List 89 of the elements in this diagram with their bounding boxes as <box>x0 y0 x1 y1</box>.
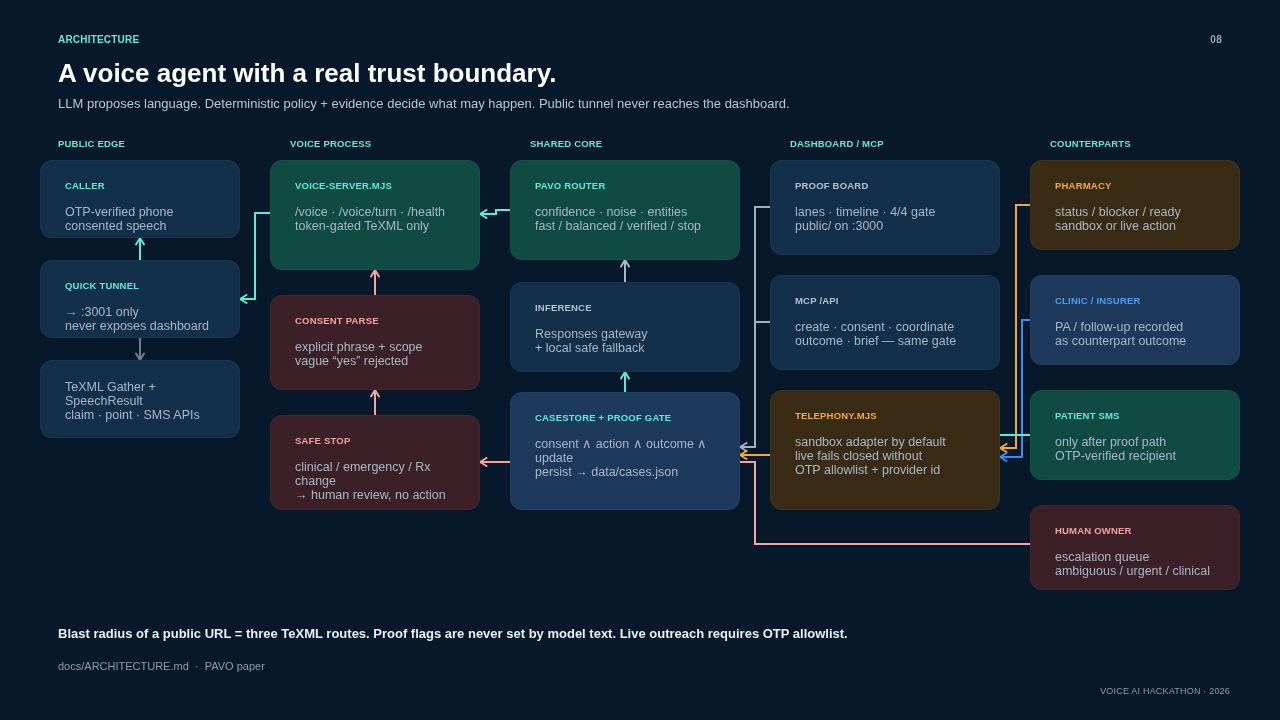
arrow <box>620 371 630 393</box>
card-text: only after proof path <box>1055 435 1167 449</box>
component-card <box>510 282 740 372</box>
arrow <box>999 204 1031 453</box>
card-title: CLINIC / INSURER <box>1055 295 1141 307</box>
card-title: TELEPHONY.MJS <box>795 410 877 422</box>
reference-text: docs/ARCHITECTURE.md · PAVO paper <box>58 660 265 672</box>
column-heading: DASHBOARD / MCP <box>790 138 884 149</box>
card-text: explicit phrase + scope <box>295 340 423 354</box>
card-text: → human review, no action <box>295 488 446 502</box>
card-text: live fails closed without OTP allowlist + provider id <box>795 449 942 477</box>
card-text: lanes · timeline · 4/4 gate <box>795 205 936 219</box>
card-text: sandbox adapter by default <box>795 435 946 449</box>
column-heading: COUNTERPARTS <box>1050 138 1131 149</box>
component-card <box>1030 275 1240 365</box>
card-text: + local safe fallback <box>535 341 645 355</box>
card-text: outcome · brief — same gate <box>795 334 957 348</box>
subtitle: LLM proposes language. Deterministic policy + evidence decide what may happen. Public tunnel never reaches the dashboard. <box>58 96 790 111</box>
arrow <box>999 319 1031 462</box>
arrow <box>135 337 145 361</box>
card-text: as counterpart outcome <box>1055 334 1187 348</box>
page-title: A voice agent with a real trust boundary. <box>58 58 557 89</box>
card-title: HUMAN OWNER <box>1055 525 1132 537</box>
arrow <box>739 206 771 452</box>
arrow <box>479 209 511 219</box>
component-card <box>1030 505 1240 590</box>
card-text: token-gated TeXML only <box>295 219 430 233</box>
column-heading: VOICE PROCESS <box>290 138 372 149</box>
card-text: fast / balanced / verified / stop <box>535 219 702 233</box>
component-card <box>40 260 240 338</box>
footnote: Blast radius of a public URL = three TeXML routes. Proof flags are never set by model text. Live outreach requires OTP allowlist. <box>58 626 848 641</box>
arrow <box>739 450 771 460</box>
component-card <box>510 392 740 510</box>
component-card <box>1030 390 1240 480</box>
card-text: → :3001 only <box>65 305 139 319</box>
component-card <box>1030 160 1240 250</box>
card-text: PA / follow-up recorded <box>1055 320 1184 334</box>
card-text: escalation queue <box>1055 550 1150 564</box>
card-text: ambiguous / urgent / clinical <box>1055 564 1210 578</box>
connector-line <box>999 434 1031 436</box>
card-title: MCP /API <box>795 295 839 307</box>
card-text: status / blocker / ready <box>1055 205 1181 219</box>
card-text: OTP-verified phone <box>65 205 174 219</box>
arrow <box>370 269 380 296</box>
arrow <box>135 237 145 261</box>
component-card <box>510 160 740 260</box>
card-text: vague “yes” rejected <box>295 354 409 368</box>
component-card <box>270 295 480 390</box>
card-title: PROOF BOARD <box>795 180 869 192</box>
column-heading: PUBLIC EDGE <box>58 138 126 149</box>
arrow <box>479 457 511 467</box>
card-text: confidence · noise · entities <box>535 205 688 219</box>
card-text: persist → data/cases.json <box>535 465 679 479</box>
column-heading: SHARED CORE <box>530 138 603 149</box>
arrow <box>370 389 380 416</box>
card-text: Responses gateway <box>535 327 648 341</box>
card-title: QUICK TUNNEL <box>65 280 140 292</box>
card-title: CASESTORE + PROOF GATE <box>535 412 672 424</box>
card-text: OTP-verified recipient <box>1055 449 1176 463</box>
card-title: PATIENT SMS <box>1055 410 1120 422</box>
card-title: CALLER <box>65 180 105 192</box>
card-text: public/ on :3000 <box>795 219 884 233</box>
card-text: clinical / emergency / Rx change <box>295 460 432 488</box>
card-text: create · consent · coordinate <box>795 320 955 334</box>
card-title: SAFE STOP <box>295 435 351 447</box>
component-card <box>770 275 1000 370</box>
event-credit: VOICE AI HACKATHON · 2026 <box>1100 686 1230 696</box>
component-card <box>40 360 240 438</box>
component-card <box>270 160 480 270</box>
card-text: sandbox or live action <box>1055 219 1176 233</box>
card-title: VOICE-SERVER.MJS <box>295 180 392 192</box>
connector-line <box>754 321 771 323</box>
card-title: CONSENT PARSE <box>295 315 379 327</box>
card-text: consented speech <box>65 219 167 233</box>
card-title: PAVO ROUTER <box>535 180 606 192</box>
page-number: 08 <box>1210 34 1222 45</box>
component-card <box>270 415 480 510</box>
card-text: never exposes dashboard <box>65 319 209 333</box>
connector-line <box>739 461 1031 545</box>
card-text: claim · point · SMS APIs <box>65 408 200 422</box>
component-card <box>40 160 240 238</box>
card-title: INFERENCE <box>535 302 592 314</box>
section-label: ARCHITECTURE <box>58 34 140 45</box>
card-text: /voice · /voice/turn · /health <box>295 205 446 219</box>
arrow <box>620 259 630 283</box>
arrow <box>239 212 271 304</box>
component-card <box>770 160 1000 255</box>
component-card <box>770 390 1000 510</box>
card-title: PHARMACY <box>1055 180 1112 192</box>
